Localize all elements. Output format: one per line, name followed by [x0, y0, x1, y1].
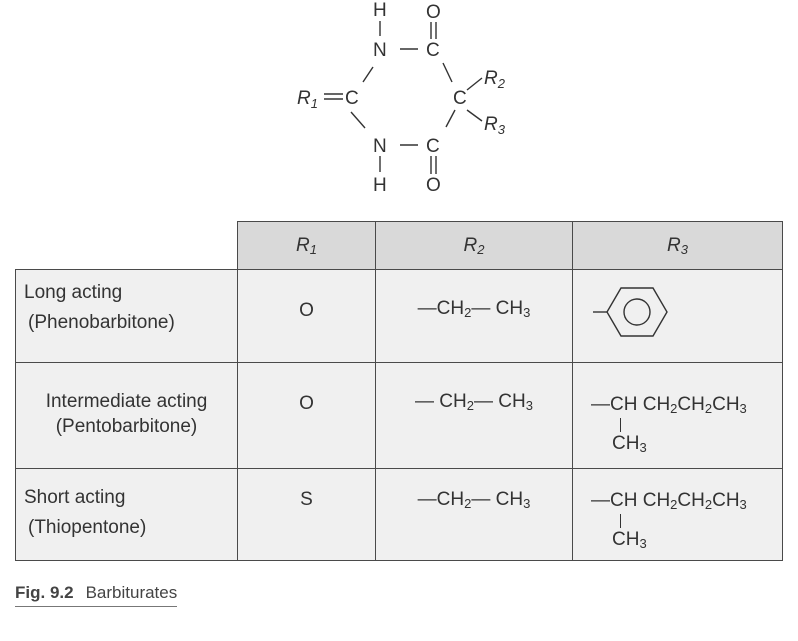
barbiturate-structure: H N C O R1 C C R2 R3 N C H O [297, 0, 506, 196]
table-row: Long acting (Phenobarbitone) O —CH2— CH3 [15, 269, 783, 363]
row-label-short: Short acting (Thiopentone) [15, 468, 238, 561]
cell-r3 [572, 269, 783, 363]
header-r2: R2 [375, 221, 573, 270]
table-header-row: R1 R2 R3 [16, 221, 783, 270]
atom-c-left: C [345, 88, 359, 109]
table-row: Short acting (Thiopentone) S —CH2— CH3 —… [15, 468, 783, 561]
atom-h-top: H [373, 0, 387, 21]
row-label-intermediate: Intermediate acting (Pentobarbitone) [15, 362, 238, 469]
atom-r2: R2 [484, 68, 506, 91]
bond-c-r2 [466, 77, 483, 91]
atom-r1: R1 [297, 88, 318, 111]
row-label-long: Long acting (Phenobarbitone) [15, 269, 238, 363]
atom-o-top: O [426, 2, 441, 23]
header-blank [16, 222, 238, 270]
bond-c-r3 [466, 109, 483, 122]
figure-number: Fig. 9.2 [15, 583, 74, 602]
cell-r3: —CH CH2CH2CH3 CH3 [572, 362, 783, 469]
bond-n-c-left-top [362, 66, 374, 83]
table-row: Intermediate acting (Pentobarbitone) O —… [15, 362, 783, 469]
cell-r2: —CH2— CH3 [375, 269, 573, 363]
bond-c-c-right-top [442, 62, 453, 83]
atom-n-bottom: N [373, 136, 387, 157]
r3-chain: —CH CH2CH2CH3 [591, 490, 747, 513]
r3-branch: CH3 [612, 418, 647, 458]
cell-r1: O [237, 362, 376, 469]
atom-c-right: C [453, 88, 467, 109]
cell-r1: O [237, 269, 376, 363]
cell-r3: —CH CH2CH2CH3 CH3 [572, 468, 783, 561]
figure-caption: Fig. 9.2 Barbiturates [15, 583, 178, 607]
cell-r2: — CH2— CH3 [375, 362, 573, 469]
atom-c-top: C [426, 40, 440, 61]
header-r1: R1 [237, 221, 376, 270]
atom-c-bottom: C [426, 136, 440, 157]
substituent-table: R1 R2 R3 Long acting (Phenobarbitone) O … [15, 221, 783, 561]
header-r3: R3 [572, 221, 783, 270]
bond-c-c-right-bottom [445, 109, 456, 128]
atom-r3: R3 [484, 114, 506, 137]
cell-r2: —CH2— CH3 [375, 468, 573, 561]
atom-o-bottom: O [426, 175, 441, 196]
figure-title: Barbiturates [85, 583, 178, 602]
atom-h-bottom: H [373, 175, 387, 196]
atom-n-top: N [373, 40, 387, 61]
r3-branch: CH3 [612, 514, 647, 554]
benzene-ring-icon [593, 287, 668, 337]
r3-chain: —CH CH2CH2CH3 [591, 394, 747, 417]
bond-c-n-left-bottom [350, 111, 366, 129]
cell-r1: S [237, 468, 376, 561]
